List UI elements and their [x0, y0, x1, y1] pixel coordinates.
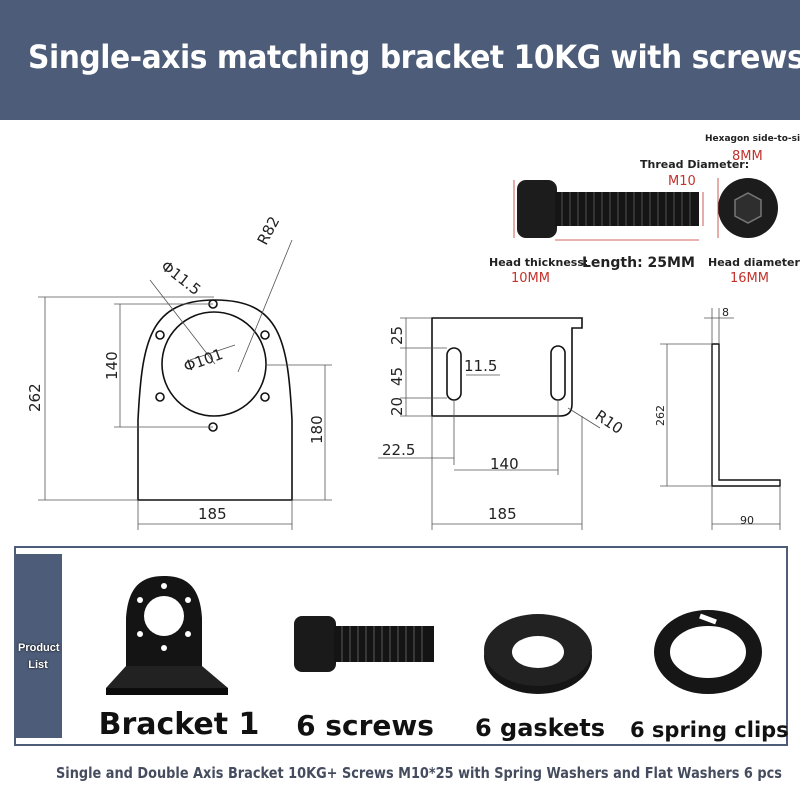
mount-hole — [155, 392, 165, 402]
product-caption: 6 gaskets — [474, 714, 606, 742]
side-dimension-lines — [378, 317, 601, 530]
mount-hole — [260, 392, 270, 402]
profile-view — [711, 343, 781, 487]
length-label: Length: 25MM — [582, 255, 695, 271]
angle-profile — [711, 343, 781, 487]
footer-description: Single and Double Axis Bracket 10KG+ Scr… — [56, 764, 782, 782]
page-title: Single-axis matching bracket 10KG with s… — [28, 38, 800, 76]
hex-socket — [734, 192, 762, 224]
product-list-panel: Product List Bracket 1 6 sc — [14, 546, 789, 746]
product-caption: 6 spring clips — [630, 718, 789, 742]
product-caption: 6 screws — [296, 709, 434, 742]
dim-corner-radius: R10 — [592, 406, 627, 437]
head-thickness-value: 10MM — [511, 271, 550, 286]
dim-span: 140 — [490, 455, 519, 473]
screw-dimension-lines — [513, 178, 719, 241]
screw-shaft — [555, 192, 699, 226]
dim-top: 25 — [388, 326, 406, 345]
hex-label: Hexagon side-to-side: — [705, 134, 800, 144]
head-diameter-value: 16MM — [730, 271, 769, 286]
screw-illustration — [517, 178, 778, 238]
dim-base: 90 — [740, 514, 754, 527]
bracket-outline — [137, 299, 293, 501]
plate-outline — [431, 317, 583, 417]
head-thickness-label: Head thickness: — [489, 256, 588, 269]
technical-drawing: R82 Φ11.5 Φ101 262 140 180 185 25 45 20 … — [26, 134, 800, 530]
slot-left — [446, 347, 462, 401]
dim-thickness: 8 — [722, 306, 729, 319]
dim-offset: 22.5 — [382, 441, 415, 459]
dim-center-diameter: Φ101 — [181, 345, 225, 376]
front-dimension-lines — [38, 239, 332, 530]
dim-side-width: 185 — [488, 505, 517, 523]
dim-bottom: 20 — [388, 397, 406, 416]
product-caption: Bracket 1 — [98, 707, 260, 742]
mount-hole — [155, 330, 165, 340]
product-item: 6 spring clips — [630, 548, 789, 744]
mount-hole — [260, 330, 270, 340]
product-item: 6 gaskets — [460, 548, 620, 744]
screw-head — [517, 180, 557, 238]
slot-right — [550, 345, 566, 401]
dim-profile-height: 262 — [654, 405, 667, 426]
washer-icon — [484, 614, 592, 694]
product-item: Bracket 1 — [94, 548, 264, 744]
thread-label: Thread Diameter: — [640, 158, 749, 171]
profile-dimension-lines — [660, 308, 781, 530]
side-view — [431, 317, 583, 417]
dim-height-lower: 180 — [308, 415, 326, 444]
spring-washer-icon — [654, 610, 762, 694]
product-list-tab: Product List — [16, 554, 62, 738]
front-view — [137, 299, 293, 501]
dim-height-mid: 140 — [103, 351, 121, 380]
dim-hole-diameter: Φ11.5 — [158, 257, 205, 299]
center-hole — [161, 311, 267, 417]
title-banner: Single-axis matching bracket 10KG with s… — [0, 0, 800, 120]
product-list-label: Product List — [18, 642, 60, 671]
dim-middle: 45 — [388, 367, 406, 386]
dim-width: 185 — [198, 505, 227, 523]
head-diameter-label: Head diameter: — [708, 256, 800, 269]
hex-value: 8MM — [732, 149, 763, 164]
thread-value: M10 — [668, 174, 696, 189]
product-item: 6 screws — [280, 548, 450, 744]
dim-radius: R82 — [254, 213, 284, 248]
dim-slot: 11.5 — [464, 357, 497, 375]
bracket-icon — [106, 576, 228, 695]
dim-height-total: 262 — [26, 383, 44, 412]
screw-icon — [294, 616, 434, 672]
